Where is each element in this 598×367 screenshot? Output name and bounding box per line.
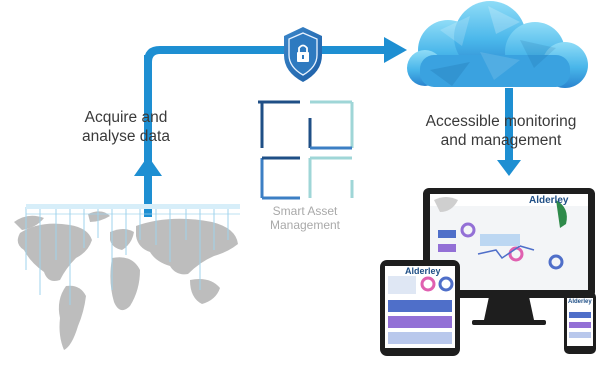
tablet-brand-text: Alderley <box>405 266 441 276</box>
acquire-line-1: Acquire and <box>84 109 168 126</box>
phone-brand-text: Alderley <box>568 299 592 305</box>
monitoring-line-2: and management <box>440 132 562 149</box>
smart-asset-management-label: Smart Asset Management <box>245 204 365 232</box>
down-arrow <box>497 88 521 176</box>
sam-line-2: Management <box>269 218 341 232</box>
monitoring-line-1: Accessible monitoring <box>425 113 577 130</box>
world-map-icon <box>14 204 240 350</box>
shield-lock-icon <box>284 27 322 82</box>
tablet-icon <box>380 260 460 356</box>
smart-asset-management-logo <box>258 100 354 200</box>
flow-arrow <box>134 37 407 217</box>
monitoring-management-label: Accessible monitoring and management <box>412 112 590 150</box>
sam-line-1: Smart Asset <box>272 204 338 218</box>
cloud-icon <box>407 1 588 88</box>
acquire-analyse-label: Acquire and analyse data <box>66 108 186 146</box>
acquire-line-2: analyse data <box>82 128 170 145</box>
phone-icon <box>564 292 596 354</box>
monitor-brand-text: Alderley <box>529 195 569 206</box>
